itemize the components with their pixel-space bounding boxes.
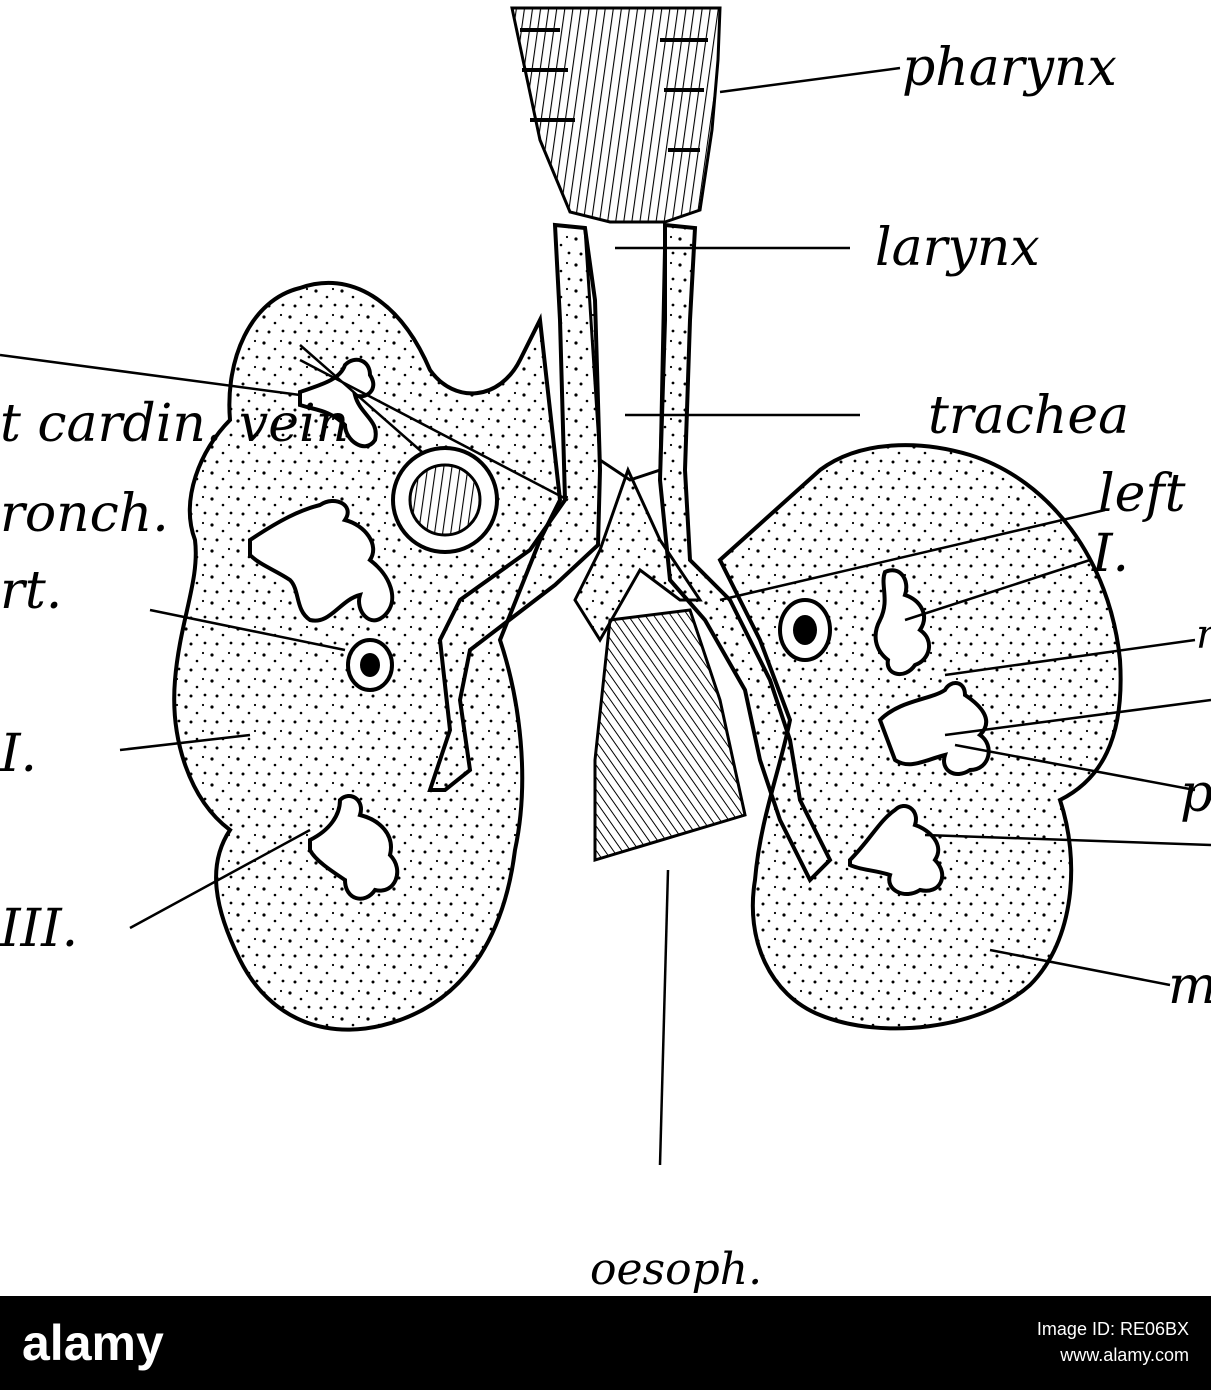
watermark-footer: alamy Image ID: RE06BX www.alamy.com (0, 1296, 1211, 1390)
leader-lines (0, 66, 1211, 1166)
label-roman-III: III. (0, 899, 79, 959)
label-left: left (1098, 464, 1186, 524)
label-roman-I-right: I. (0, 724, 38, 784)
label-larynx: larynx (875, 218, 1040, 278)
label-cardinal-vein: t cardin. vein (0, 394, 350, 454)
label-roman-I-left: I. (1092, 524, 1130, 584)
image-id: Image ID: RE06BX (1036, 1319, 1189, 1339)
cardinal-vein-circle (391, 446, 499, 554)
oesophagus-shape (593, 608, 747, 863)
image-info: Image ID: RE06BX www.alamy.com (1037, 1316, 1189, 1368)
lung-bud-illustration (0, 6, 1211, 1166)
right-lung-branches (248, 357, 400, 901)
label-bronchus: ronch. (0, 484, 169, 544)
label-pharynx: pharynx (902, 38, 1117, 98)
trachea-shape (427, 222, 833, 884)
label-partial-p: p (1180, 764, 1211, 824)
label-trachea: trachea (928, 386, 1130, 446)
label-partial-m: m (1168, 960, 1211, 1012)
pulmonary-artery-right (346, 638, 394, 692)
label-partial-r: r (1196, 615, 1211, 655)
left-lung-branches (848, 568, 991, 896)
diagram-area: pharynx larynx trachea left t cardin. ve… (0, 6, 1211, 1295)
pulmonary-artery-left (778, 598, 832, 662)
site-url: www.alamy.com (1060, 1345, 1189, 1365)
alamy-logo: alamy (22, 1315, 164, 1371)
label-artery: rt. (0, 561, 63, 621)
label-oesophagus: oesoph. (590, 1244, 763, 1295)
pharynx-shape (510, 6, 722, 224)
